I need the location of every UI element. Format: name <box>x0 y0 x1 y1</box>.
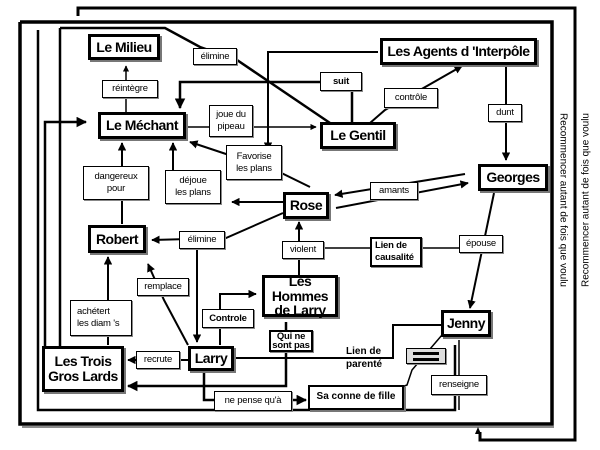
loop-text-outer: Recommencer autant de fois que voulu <box>581 113 592 287</box>
edge-controle-agents <box>369 65 463 124</box>
edge-to-mechant <box>43 116 88 360</box>
edge-label-violent: violent <box>282 241 324 259</box>
node-label: Les Agents d 'Interpôle <box>387 43 530 60</box>
label-text: amants <box>379 185 409 197</box>
label-text: remplace <box>144 281 182 293</box>
edge-label-amants: amants <box>370 182 418 200</box>
edge-label-controle-agents: contrôle <box>384 88 438 108</box>
edge-controle-larry <box>219 289 257 345</box>
edge-label-lien-parente: Lien de parenté <box>346 345 382 371</box>
node-larry: Larry <box>188 346 234 371</box>
label-text-line-2: pour <box>106 183 126 194</box>
node-sa-conne-de-fille: Sa conne de fille <box>308 385 404 410</box>
label-text-line-2: les diam 's <box>77 318 120 329</box>
node-label: Larry <box>194 350 228 367</box>
node-label: Georges <box>486 169 540 186</box>
edge-agents-favorise <box>263 51 378 151</box>
label-text-line-1: dangereux <box>94 171 138 183</box>
label-text: élimine <box>200 50 230 62</box>
label-text-line-1: Lien de <box>346 346 382 357</box>
node-le-gentil: Le Gentil <box>320 122 396 149</box>
edge-label-elimine-top: élimine <box>193 48 237 65</box>
edge-label-renseigne: renseigne <box>431 375 487 395</box>
label-text-line-2: les plans <box>236 162 272 174</box>
edge-label-qui-ne-sont-pas: Qui ne sont pas <box>269 330 313 352</box>
node-le-milieu: Le Milieu <box>88 34 160 60</box>
label-text: ne pense qu'à <box>224 395 282 407</box>
inner-loop-left <box>36 30 180 412</box>
edge-suit <box>174 80 354 123</box>
node-label-line-2: de Larry <box>274 302 326 319</box>
label-text-line-2: parenté <box>346 359 383 370</box>
node-robert: Robert <box>88 225 146 253</box>
label-text-line-1: achétert <box>77 306 110 318</box>
edge-lien-parente <box>234 324 441 359</box>
edge-label-elimine-robert: élimine <box>179 231 225 249</box>
label-text-line-2: pipeau <box>217 121 245 132</box>
node-label-line-1: Les Trois <box>54 353 112 370</box>
edge-label-dejoue-les-plans: déjoue les plans <box>165 170 221 204</box>
label-text-line-1: Favorise <box>236 150 272 162</box>
label-text-line-1: joue du <box>216 109 246 121</box>
loop-return-arrow-icon <box>475 427 481 434</box>
node-trois-gros-lards: Les Trois Gros Lards <box>42 346 124 392</box>
node-label-line-2: Gros Lards <box>48 368 118 384</box>
label-text: Controle <box>209 312 247 324</box>
node-label: Robert <box>95 230 139 247</box>
edge-label-recrute: recrute <box>136 351 180 369</box>
node-le-mechant: Le Méchant <box>98 112 186 139</box>
label-text-line-1: déjoue <box>179 175 207 187</box>
label-text: élimine <box>187 234 217 246</box>
loop-text-inner-label: Recommencer autant de fois que voulu <box>557 113 569 287</box>
label-text: recrute <box>143 354 173 366</box>
edge-label-joue-du-pipeau: joue du pipeau <box>209 105 253 137</box>
node-hommes-de-larry: Les Hommes de Larry <box>262 272 338 319</box>
loop-text-outer-label: Recommencer autant de fois que voulu <box>580 113 592 287</box>
equals-bar-top <box>413 352 439 355</box>
node-label: Jenny <box>447 315 485 332</box>
node-agents-interpole: Les Agents d 'Interpôle <box>380 38 537 65</box>
label-text: renseigne <box>439 379 479 391</box>
label-text-line-2: sont pas <box>272 340 310 351</box>
node-jenny: Jenny <box>441 310 491 337</box>
node-label: Rose <box>289 197 323 214</box>
edge-ne-pense-1 <box>202 372 218 402</box>
node-label: Le Gentil <box>330 127 386 144</box>
edge-label-epouse: épouse <box>459 235 503 253</box>
node-label: Le Milieu <box>96 38 152 55</box>
edge-label-favorise: Favorise les plans <box>226 145 282 180</box>
node-label-line-1: Les Hommes <box>271 272 329 304</box>
node-georges: Georges <box>478 164 548 191</box>
outer-loop-line <box>76 6 577 442</box>
edge-label-controle-larry: Controle <box>202 309 254 328</box>
edge-label-dunt: dunt <box>488 104 522 122</box>
main-frame <box>18 20 554 426</box>
edge-label-remplace: remplace <box>137 278 189 296</box>
label-text-line-1: Lien de <box>375 240 407 252</box>
label-text-line-2: les plans <box>175 187 211 198</box>
edge-label-suit: suit <box>320 72 362 91</box>
edge-label-equals <box>406 348 446 364</box>
edge-label-lien-causalite: Lien de causalité <box>370 237 422 267</box>
label-text-line-2: causalité <box>375 252 414 263</box>
edge-label-achetert: achétert les diam 's <box>70 300 132 336</box>
edge-label-ne-pense-qua: ne pense qu'à <box>214 391 292 411</box>
equals-bar-bottom <box>413 358 439 361</box>
node-rose: Rose <box>283 192 329 219</box>
label-text: épouse <box>466 238 496 250</box>
loop-text-inner: Recommencer autant de fois que voulu <box>558 113 569 287</box>
edge-label-dangereux-pour: dangereux pour <box>83 166 149 200</box>
label-text: violent <box>289 244 317 256</box>
edge-label-reintegre: réintègre <box>102 80 158 98</box>
label-text: réintègre <box>112 83 148 95</box>
edge-elimine-robert <box>151 212 284 244</box>
label-text-line-1: Qui ne <box>276 330 306 342</box>
node-label: Le Méchant <box>105 117 179 134</box>
node-label: Sa conne de fille <box>316 391 396 403</box>
label-text: suit <box>332 75 350 87</box>
edge-remplace <box>147 263 189 346</box>
label-text: contrôle <box>394 92 428 104</box>
label-text: dunt <box>496 107 514 119</box>
